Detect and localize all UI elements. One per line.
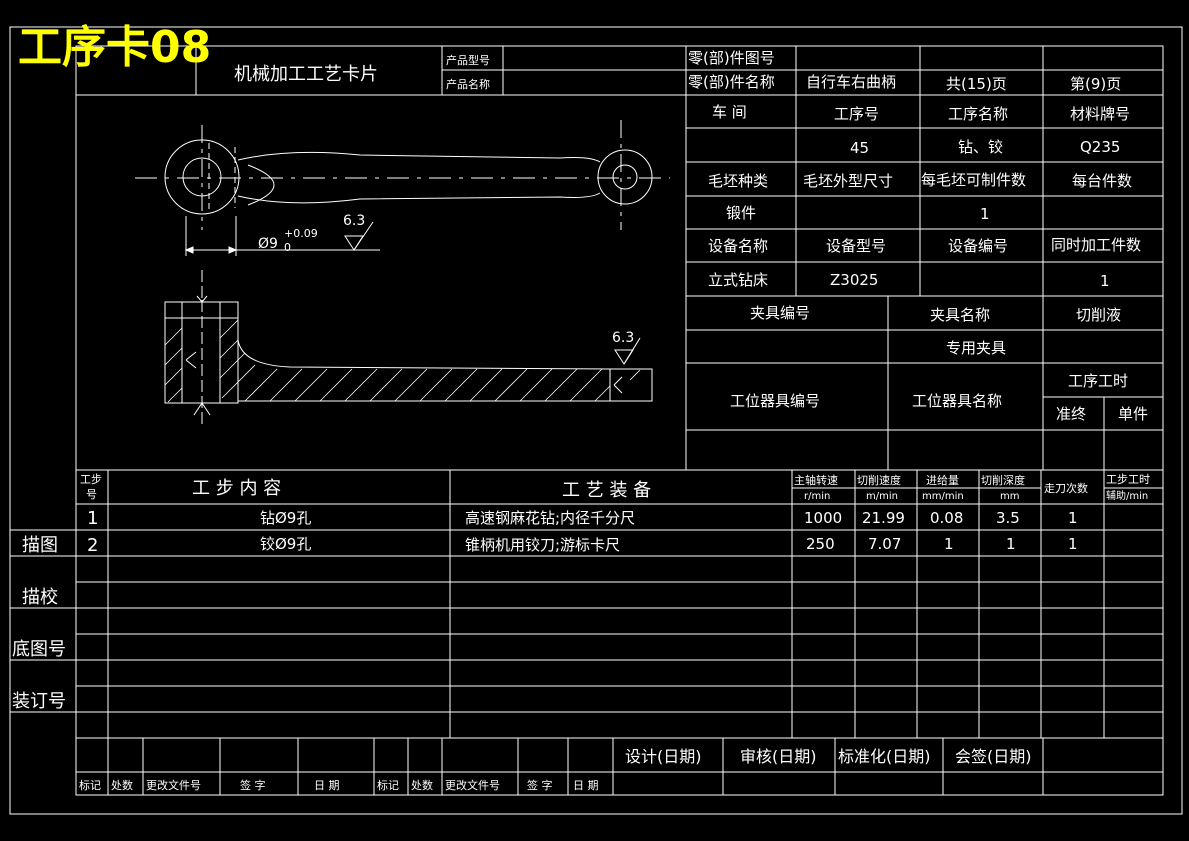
equip-model-label: 设备型号 [826,237,886,255]
footer-mark-2: 标记 [377,778,399,792]
content-header: 工 步 内 容 [192,478,281,499]
time-sub-header: 辅助/min [1106,489,1148,502]
fixture-no-label: 夹具编号 [750,304,810,322]
dimension-tolerance-lower: 0 [284,241,291,254]
side-label-trace-check: 描校 [22,587,58,608]
footer-count-2: 处数 [411,779,433,792]
footer-date-2: 日 期 [573,779,599,792]
passes-header: 走刀次数 [1044,481,1088,495]
roughness-2: 6.3 [612,330,634,346]
blank-type-label: 毛坯种类 [708,172,768,190]
equip-no-label: 设备编号 [948,237,1008,255]
side-label-base-drawing-no: 底图号 [12,639,66,660]
footer-date: 日 期 [314,779,340,792]
dimension-tolerance-upper: +0.09 [284,227,318,240]
step-no: 2 [87,535,98,556]
depth-unit: mm [1000,491,1019,502]
part-drawing-no-label: 零(部)件图号 [688,49,775,67]
page-no: 第(9)页 [1070,75,1121,93]
crank-section-view [164,270,653,425]
countersign-label: 会签(日期) [955,747,1032,766]
table-row: 1 钻Ø9孔 高速钢麻花钻;内径千分尺 1000 21.99 0.08 3.5 … [87,508,1078,529]
inner-border [75,45,1164,796]
design-label: 设计(日期) [625,747,702,766]
station-no-label: 工位器具编号 [730,392,820,410]
sheet-title: 工序卡08 [18,22,211,73]
side-label-binding-no: 装订号 [12,691,66,712]
step-speed: 21.99 [862,509,905,527]
equip-model: Z3025 [830,271,878,289]
op-time-label: 工序工时 [1068,372,1128,390]
spindle-header: 主轴转速 [794,473,838,487]
fixture-name-label: 夹具名称 [930,306,990,324]
coolant-label: 切削液 [1076,306,1121,324]
footer-change-doc-2: 更改文件号 [445,778,500,792]
fixture-name: 专用夹具 [946,339,1006,357]
crank-top-view [135,120,670,256]
speed-unit: m/min [866,491,898,502]
step-no: 1 [87,508,98,529]
feed-unit: mm/min [922,491,964,502]
step-content: 铰Ø9孔 [260,535,311,553]
step-depth: 1 [1006,535,1016,553]
dimension-label: Ø9 [258,236,278,252]
depth-header: 切削深度 [981,473,1025,487]
material-label: 材料牌号 [1070,105,1130,123]
material: Q235 [1080,138,1120,156]
product-name-label: 产品名称 [446,77,490,91]
part-name: 自行车右曲柄 [806,73,896,91]
step-no-header-b: 号 [86,488,97,501]
step-spindle: 1000 [804,509,842,527]
workshop-label: 车 间 [712,103,747,121]
step-feed: 0.08 [930,509,963,527]
per-blank: 1 [980,205,990,223]
station-name-label: 工位器具名称 [912,392,1002,410]
blank-size-label: 毛坯外型尺寸 [803,172,893,190]
footer-sign-2: 签 字 [527,778,553,792]
unit-label: 单件 [1118,405,1148,423]
step-equipment: 锥柄机用铰刀;游标卡尺 [465,536,620,554]
step-no-header-a: 工步 [80,473,102,486]
step-feed: 1 [944,535,954,553]
equip-name-label: 设备名称 [708,237,768,255]
table-row: 2 铰Ø9孔 锥柄机用铰刀;游标卡尺 250 7.07 1 1 1 [87,535,1078,556]
card-title: 机械加工工艺卡片 [234,64,378,85]
step-spindle: 250 [806,535,835,553]
op-no-label: 工序号 [834,105,879,123]
total-pages: 共(15)页 [946,75,1007,93]
step-passes: 1 [1068,509,1078,527]
part-name-label: 零(部)件名称 [688,73,775,91]
per-blank-label: 每毛坯可制件数 [921,171,1026,189]
equip-name: 立式钻床 [708,271,768,289]
step-passes: 1 [1068,535,1078,553]
speed-header: 切削速度 [857,473,901,487]
op-no: 45 [850,139,869,157]
footer-change-doc: 更改文件号 [146,778,201,792]
spindle-unit: r/min [804,491,830,502]
simul: 1 [1100,272,1110,290]
simul-label: 同时加工件数 [1051,236,1141,254]
standard-label: 标准化(日期) [838,747,931,766]
footer-sign: 签 字 [240,778,266,792]
product-model-label: 产品型号 [446,53,490,67]
review-label: 审核(日期) [740,747,817,766]
roughness-1: 6.3 [343,213,365,229]
step-speed: 7.07 [868,535,901,553]
per-machine-label: 每台件数 [1072,172,1132,190]
op-name-label: 工序名称 [948,105,1008,123]
op-name: 钻、铰 [958,138,1003,156]
blank-type: 锻件 [726,204,756,222]
footer-mark: 标记 [79,778,101,792]
step-depth: 3.5 [996,509,1020,527]
step-content: 钻Ø9孔 [260,509,311,527]
setup-label: 准终 [1056,405,1086,423]
feed-header: 进给量 [926,474,959,487]
outer-border [9,26,1183,815]
step-equipment: 高速钢麻花钻;内径千分尺 [465,509,635,527]
side-label-trace: 描图 [22,535,58,556]
equipment-header: 工 艺 装 备 [562,480,651,501]
time-header: 工步工时 [1106,473,1150,486]
footer-count: 处数 [111,779,133,792]
